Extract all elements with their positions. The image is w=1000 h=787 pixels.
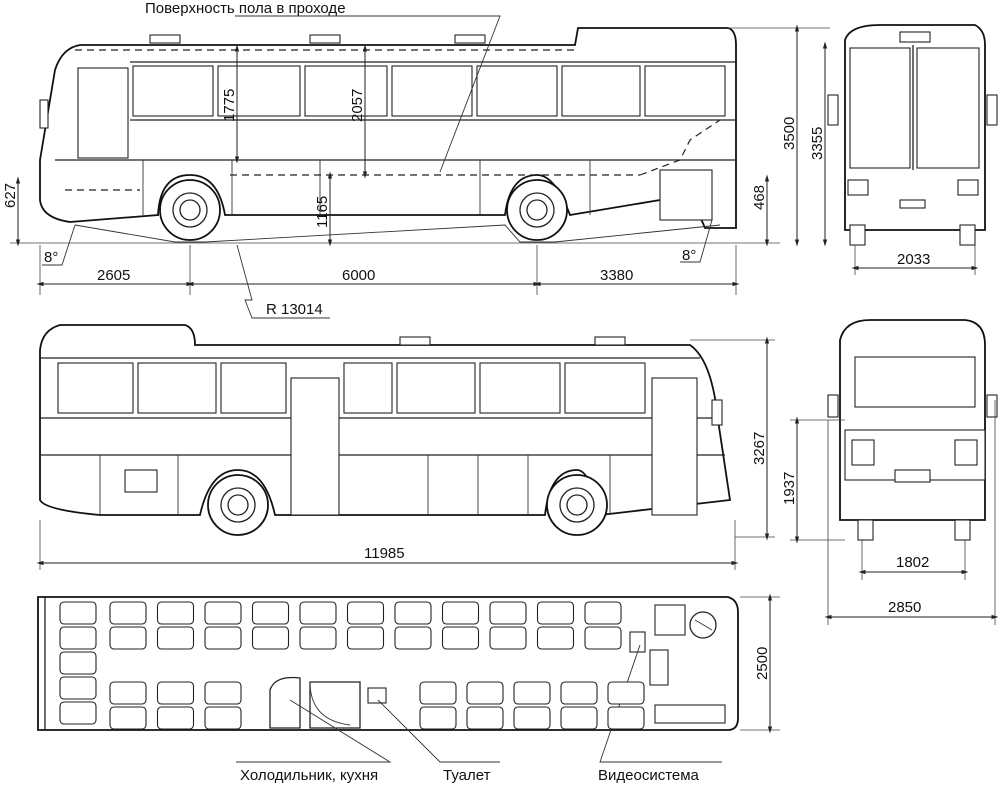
dim-rear-track: 1802 bbox=[896, 554, 929, 571]
dim-total-width: 2850 bbox=[888, 599, 921, 616]
seat bbox=[251, 626, 290, 650]
seat bbox=[156, 601, 195, 625]
seat bbox=[419, 706, 457, 730]
rear-wheel bbox=[506, 179, 568, 241]
seat bbox=[560, 681, 598, 705]
seat bbox=[513, 706, 551, 730]
seat bbox=[489, 626, 527, 650]
label-video-system: Видеосистема bbox=[598, 767, 700, 784]
dim-window-height: 1775 bbox=[221, 89, 238, 122]
seat bbox=[584, 626, 622, 650]
side-view-left: Поверхность пола в проходе 2605 6000 338… bbox=[2, 0, 830, 319]
seat bbox=[299, 601, 337, 625]
seat bbox=[441, 626, 480, 650]
side-view-right: 11985 3267 bbox=[36, 324, 775, 570]
seat bbox=[204, 706, 242, 730]
seat bbox=[59, 601, 97, 625]
dim-front-height: 627 bbox=[2, 183, 19, 208]
seat bbox=[204, 626, 242, 650]
seat bbox=[59, 626, 97, 650]
seat bbox=[441, 601, 480, 625]
dim-departure-angle: 8° bbox=[682, 247, 696, 264]
dim-floor-height: 1165 bbox=[314, 196, 331, 228]
dim-rear-overhang: 3380 bbox=[600, 267, 633, 284]
rear-wheel-right bbox=[207, 474, 269, 536]
seat bbox=[299, 626, 337, 650]
dim-total-height: 3500 bbox=[781, 117, 798, 150]
seat bbox=[394, 626, 432, 650]
seat bbox=[513, 681, 551, 705]
seat bbox=[489, 601, 527, 625]
dim-body-height: 3355 bbox=[809, 127, 826, 160]
dim-front-track: 2033 bbox=[897, 251, 930, 268]
dim-floor-to-roof: 2057 bbox=[349, 89, 366, 122]
rear-view: 1937 1802 2850 bbox=[781, 319, 999, 625]
dim-rear-height: 1937 bbox=[781, 472, 798, 505]
dim-side-height: 3267 bbox=[751, 432, 768, 465]
label-fridge-kitchen: Холодильник, кухня bbox=[240, 767, 378, 784]
plan-view: 2500 Холодильник, кухня Туалет Видеосист… bbox=[37, 593, 780, 784]
label-radius: R 13014 bbox=[266, 301, 323, 318]
seat bbox=[346, 601, 385, 625]
seat bbox=[109, 601, 147, 625]
dim-body-width: 2500 bbox=[754, 647, 771, 680]
seat bbox=[59, 676, 97, 700]
dim-wheelbase: 6000 bbox=[342, 267, 375, 284]
seat bbox=[466, 681, 504, 705]
seat bbox=[536, 601, 575, 625]
seat bbox=[346, 626, 385, 650]
dim-total-length: 11985 bbox=[364, 545, 405, 562]
seat bbox=[394, 601, 432, 625]
seat bbox=[156, 626, 195, 650]
seat bbox=[419, 681, 457, 705]
seat bbox=[204, 681, 242, 705]
seat bbox=[109, 706, 147, 730]
seat bbox=[109, 681, 147, 705]
dim-approach-angle: 8° bbox=[44, 249, 58, 266]
seat bbox=[156, 706, 195, 730]
label-floor-surface: Поверхность пола в проходе bbox=[145, 0, 346, 17]
label-toilet: Туалет bbox=[443, 767, 491, 784]
seat bbox=[536, 626, 575, 650]
steering-wheel-icon bbox=[689, 611, 717, 639]
front-wheel bbox=[159, 179, 221, 241]
seat bbox=[59, 651, 97, 675]
dim-front-overhang: 2605 bbox=[97, 267, 130, 284]
seat bbox=[560, 706, 598, 730]
front-view: 2033 bbox=[827, 24, 998, 275]
front-wheel-right bbox=[546, 474, 608, 536]
seat bbox=[607, 706, 645, 730]
seat bbox=[607, 681, 645, 705]
dim-rear-height: 468 bbox=[751, 185, 768, 210]
seat bbox=[109, 626, 147, 650]
seat bbox=[251, 601, 290, 625]
seat bbox=[466, 706, 504, 730]
seat bbox=[584, 601, 622, 625]
seat bbox=[204, 601, 242, 625]
seat bbox=[156, 681, 195, 705]
seat bbox=[59, 701, 97, 725]
